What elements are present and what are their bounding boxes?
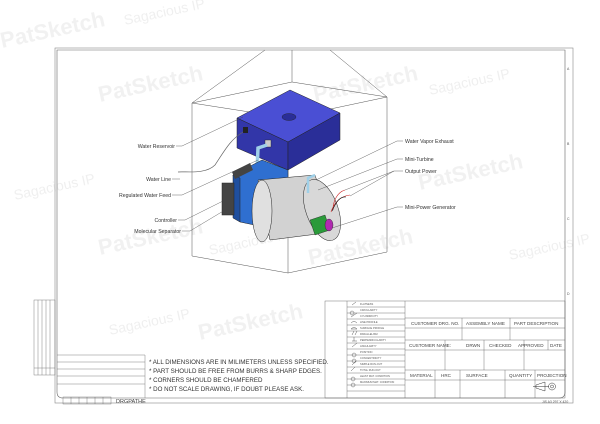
label-text: TOTAL RUN-OUT: [360, 368, 381, 372]
label-text: Molecular Separator: [134, 229, 181, 235]
revision-lines: [57, 355, 145, 398]
label-text: PatSketch: [0, 6, 107, 53]
label-text: CUSTOMER NAME:: [409, 343, 451, 348]
general-notes: * ALL DIMENSIONS ARE IN MILIMETERS UNLES…: [149, 359, 329, 393]
label-text: Water Vapor Exhaust: [405, 139, 454, 145]
label-text: FLATNESS: [360, 302, 373, 306]
watermarks: PatSketch Sagacious IP PatSketch PatSket…: [0, 0, 591, 345]
projection-symbol-icon: [533, 382, 556, 391]
label-text: CUSTOMER DRG. NO.: [411, 321, 459, 326]
label-text: ANGULARITY: [360, 344, 377, 348]
title-block-text: CUSTOMER DRG. NO. ASSEMBLY NAME PART DES…: [409, 321, 568, 404]
zone-letters: A B C D: [567, 67, 570, 296]
label-text: Controller: [155, 218, 178, 224]
label-text: CONCENTRICITY: [360, 356, 382, 360]
label-text: * PART SHOULD BE FREE FROM BURRS & SHARP…: [149, 368, 322, 375]
label-text: DATE: [550, 343, 562, 348]
label-text: CHECKED: [489, 343, 512, 348]
label-text: B: [567, 142, 570, 146]
mini-turbine: [252, 174, 348, 245]
revision-table: [34, 300, 55, 375]
label-text: * DO NOT SCALE DRAWING, IF DOUBT PLEASE …: [149, 386, 304, 393]
label-text: Mini-Power Generator: [405, 205, 456, 211]
label-text: Sagacious IP: [107, 305, 191, 338]
callouts-left: Water Reservoir Water Line Regulated Wat…: [119, 144, 181, 235]
label-text: DRWN: [466, 343, 480, 348]
label-text: * CORNERS SHOULD BE CHAMFERED: [149, 377, 263, 384]
label-text: CYLINDRICITY: [360, 314, 378, 318]
label-text: POSITION: [360, 350, 373, 354]
label-text: Regulated Water Feed: [119, 193, 171, 199]
label-text: LEAST MAT. CONDITION: [360, 374, 390, 378]
label-text: PROJECTION: [537, 373, 567, 378]
label-text: PatSketch: [311, 60, 420, 107]
label-text: Sagacious IP: [507, 230, 591, 263]
gdt-symbol-icons: [350, 302, 357, 387]
label-text: JIS A3 297 X 420: [542, 400, 568, 404]
label-text: Water Line: [146, 177, 171, 183]
label-text: PARALLELISM: [360, 332, 378, 336]
label-text: Water Reservoir: [138, 144, 176, 150]
label-text: LINE PROFILE: [360, 320, 378, 324]
label-text: A: [567, 67, 570, 71]
label-text: PatSketch: [96, 213, 205, 260]
drg-path: DRGPATHE: [116, 399, 146, 405]
label-text: PatSketch: [96, 60, 205, 107]
label-text: CIRCULARITY: [360, 308, 378, 312]
label-text: Sagacious IP: [12, 170, 96, 203]
label-text: Output Power: [405, 169, 437, 175]
label-text: PatSketch: [196, 298, 305, 345]
label-text: SURFACE PROFILE: [360, 326, 384, 330]
label-text: Sagacious IP: [427, 65, 511, 98]
label-text: MAXIMUM MAT. CONDITION: [360, 380, 394, 384]
label-text: ASSEMBLY NAME: [466, 321, 505, 326]
label-text: PERPENDICULARITY: [360, 338, 386, 342]
label-text: D: [567, 292, 570, 296]
label-text: MATERIAL: [410, 373, 433, 378]
label-text: C: [567, 217, 570, 221]
label-text: APPROVED: [518, 343, 544, 348]
label-text: * ALL DIMENSIONS ARE IN MILIMETERS UNLES…: [149, 359, 329, 366]
label-text: PART DESCRIPTION: [514, 321, 558, 326]
controller: [222, 183, 234, 215]
label-text: SURFACE: [466, 373, 488, 378]
water-line: [178, 132, 243, 172]
label-text: QUANTITY: [509, 373, 532, 378]
label-text: Mini-Turbine: [405, 157, 434, 163]
label-text: HRC: [441, 373, 452, 378]
label-text: Sagacious IP: [122, 0, 206, 28]
label-text: SIMPLE RUN-OUT: [360, 362, 383, 366]
